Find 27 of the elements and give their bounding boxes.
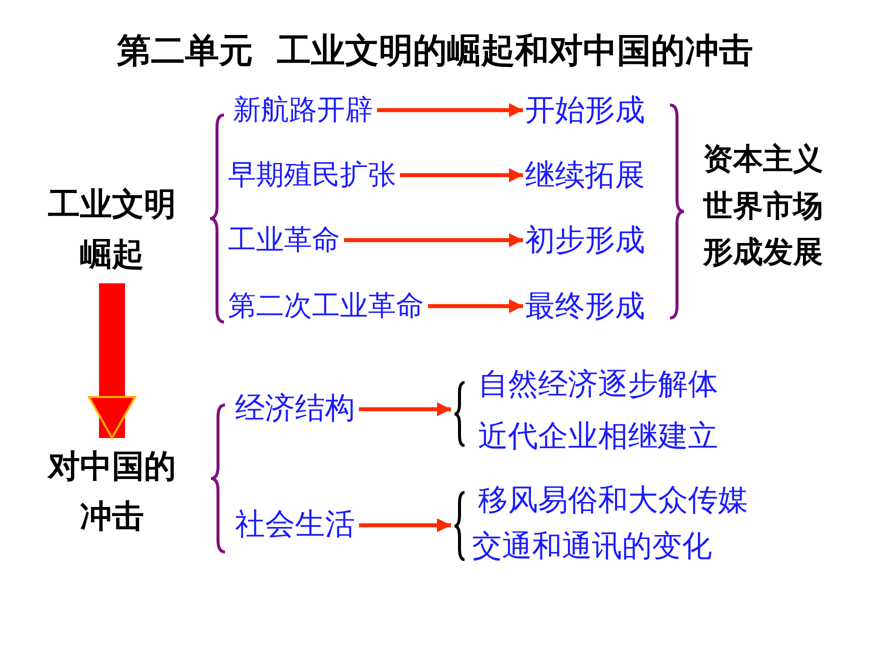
aspect-label: 社会生活	[235, 508, 355, 542]
arrow	[377, 103, 523, 118]
brace	[453, 381, 466, 447]
change-label: 自然经济逐步解体	[478, 368, 718, 402]
stage-label: 最终形成	[525, 290, 645, 324]
event-label: 新航路开辟	[233, 94, 373, 126]
event-label: 早期殖民扩张	[228, 159, 396, 192]
arrow	[344, 233, 523, 248]
change-label: 交通和通讯的变化	[472, 530, 712, 564]
stage-label: 初步形成	[525, 224, 645, 258]
aspect-label: 经济结构	[235, 392, 355, 426]
topic-label: 工业文明崛起	[42, 180, 182, 280]
arrow	[359, 518, 451, 532]
topic-label: 对中国的冲击	[42, 442, 182, 542]
brace	[453, 491, 466, 561]
event-label: 第二次工业革命	[228, 290, 424, 322]
event-label: 工业革命	[228, 224, 340, 256]
arrow	[88, 283, 136, 439]
stage-label: 开始形成	[525, 94, 645, 128]
summary-label: 资本主义世界市场形成发展	[698, 137, 828, 276]
stage-label: 继续拓展	[525, 159, 645, 194]
change-label: 移风易俗和大众传媒	[478, 484, 748, 518]
arrow	[400, 168, 523, 182]
change-label: 近代企业相继建立	[478, 420, 718, 454]
title: 第二单元 工业文明的崛起和对中国的冲击	[116, 30, 754, 73]
arrow	[359, 402, 451, 416]
arrow	[428, 299, 523, 314]
